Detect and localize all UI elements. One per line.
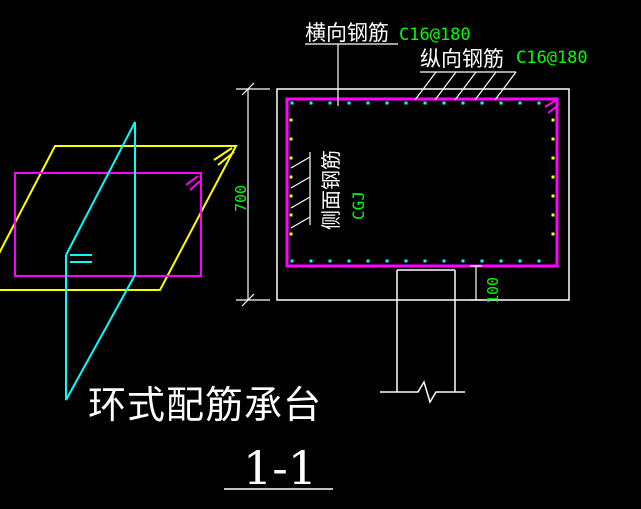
rebar-dot: [442, 101, 446, 105]
side-rebar-spec: CGJ: [349, 191, 368, 220]
rebar-dot: [289, 156, 293, 160]
rebar-dot: [423, 259, 427, 263]
longitudinal-rebar-spec: C16@180: [516, 48, 588, 68]
rebar-dot: [289, 232, 293, 236]
rebar-dot: [309, 101, 313, 105]
rebar-dot: [404, 101, 408, 105]
rebar-dot: [347, 101, 351, 105]
rebar-dot: [551, 118, 555, 122]
rebar-dot: [289, 194, 293, 198]
rebar-dot: [551, 137, 555, 141]
rebar-dot: [551, 194, 555, 198]
rebar-dot: [480, 259, 484, 263]
rebar-dot: [289, 118, 293, 122]
rebar-dot: [551, 232, 555, 236]
rebar-dot: [537, 259, 541, 263]
dimension-height-value: 700: [232, 185, 250, 212]
rebar-dot: [461, 259, 465, 263]
section-mark: 1-1: [243, 441, 317, 495]
pile-break-line: [380, 380, 465, 404]
rebar-dot: [442, 259, 446, 263]
magenta-hook-marks: [185, 175, 201, 191]
rebar-dot: [551, 175, 555, 179]
rebar-dot: [518, 259, 522, 263]
yellow-hook-marks: [213, 147, 235, 166]
rebar-dot: [328, 259, 332, 263]
rebar-dot: [328, 101, 332, 105]
rebar-dots: [289, 101, 555, 263]
rebar-ring-hook: [544, 99, 558, 114]
rebar-dot: [347, 259, 351, 263]
rebar-dot: [499, 259, 503, 263]
transverse-rebar-spec: C16@180: [399, 25, 471, 45]
transverse-rebar-leader: [305, 43, 398, 106]
rebar-dot: [289, 137, 293, 141]
yellow-cap-outline: [0, 145, 238, 291]
rebar-dot: [461, 101, 465, 105]
rebar-dot: [309, 259, 313, 263]
dimension-height: [236, 82, 270, 307]
rebar-dot: [366, 101, 370, 105]
rebar-dot: [404, 259, 408, 263]
rebar-dot: [551, 213, 555, 217]
longitudinal-rebar-leader: [414, 71, 517, 101]
dimension-bottom: [470, 265, 482, 301]
rebar-dot: [289, 213, 293, 217]
side-rebar-leader: [290, 152, 311, 229]
side-rebar-label: 侧面钢筋: [319, 150, 343, 230]
cyan-section-ticks: [70, 254, 92, 263]
rebar-dot: [290, 101, 294, 105]
rebar-dot: [423, 101, 427, 105]
transverse-rebar-label: 横向钢筋: [305, 21, 389, 45]
longitudinal-rebar-label: 纵向钢筋: [420, 47, 504, 71]
pile-outline: [380, 269, 465, 404]
rebar-dot: [518, 101, 522, 105]
rebar-dot: [385, 101, 389, 105]
isometric-pile-cap: [0, 121, 238, 401]
rebar-dot: [366, 259, 370, 263]
dimension-bottom-value: 100: [484, 277, 502, 304]
rebar-dot: [551, 156, 555, 160]
rebar-dot: [537, 101, 541, 105]
rebar-dot: [385, 259, 389, 263]
rebar-ring: [285, 97, 559, 268]
rebar-dot: [480, 101, 484, 105]
cyan-section-plane: [65, 121, 136, 401]
drawing-title: 环式配筋承台: [88, 383, 322, 427]
rebar-dot: [499, 101, 503, 105]
rebar-dot: [290, 259, 294, 263]
rebar-dot: [289, 175, 293, 179]
